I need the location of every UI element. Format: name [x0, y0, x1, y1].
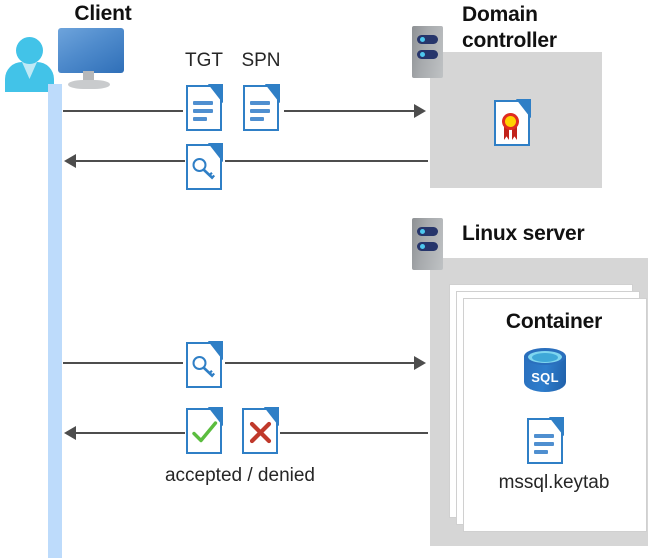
arrow-line-result-2 [280, 432, 428, 434]
keytab-document-icon [527, 417, 564, 464]
cross-icon [249, 421, 272, 444]
monitor-base-icon [68, 80, 110, 89]
arrow-line-ticket-2 [225, 160, 428, 162]
arrow-line-request [63, 110, 183, 112]
spn-document-icon [243, 84, 280, 131]
arrow-head-left-ticket [64, 154, 76, 168]
sql-database-icon: SQL [524, 348, 566, 398]
arrow-line-result [75, 432, 185, 434]
key-document-icon-ticket [186, 143, 223, 190]
accepted-denied-label: accepted / denied [164, 465, 315, 486]
arrow-line-request-2 [284, 110, 416, 112]
keytab-label: mssql.keytab [498, 472, 610, 493]
tgt-label: TGT [185, 50, 223, 71]
accepted-document-icon [186, 407, 223, 454]
key-icon [192, 356, 216, 378]
container-card-front [463, 298, 647, 532]
linux-server-icon [412, 218, 443, 270]
client-label: Client [74, 2, 132, 25]
monitor-screen-icon [58, 28, 124, 73]
person-head-icon [16, 37, 43, 64]
server-bay-icon [417, 242, 438, 251]
arrow-head-right-request [414, 104, 426, 118]
container-title: Container [505, 310, 603, 333]
domain-controller-title: Domain controller [462, 2, 642, 54]
arrow-head-left-result [64, 426, 76, 440]
domain-controller-server-icon [412, 26, 443, 78]
sql-database-label: SQL [531, 370, 559, 385]
domain-controller-title-line2: controller [462, 29, 557, 52]
domain-controller-title-line1: Domain [462, 3, 538, 26]
arrow-line-present-2 [225, 362, 416, 364]
denied-document-icon [242, 407, 279, 454]
monitor-neck-icon [83, 71, 94, 84]
server-bay-icon [417, 227, 438, 236]
arrow-line-ticket [75, 160, 185, 162]
check-icon [192, 421, 218, 443]
certificate-document-icon [494, 99, 531, 146]
key-document-icon-present [186, 341, 223, 388]
key-icon [192, 158, 216, 180]
server-bay-icon [417, 35, 438, 44]
client-lifeline [48, 84, 62, 558]
spn-label: SPN [241, 50, 281, 71]
arrow-head-right-present [414, 356, 426, 370]
client-workstation-icon [0, 0, 140, 95]
arrow-line-present [63, 362, 183, 364]
tgt-document-icon [186, 84, 223, 131]
linux-server-title: Linux server [462, 222, 585, 245]
server-bay-icon [417, 50, 438, 59]
